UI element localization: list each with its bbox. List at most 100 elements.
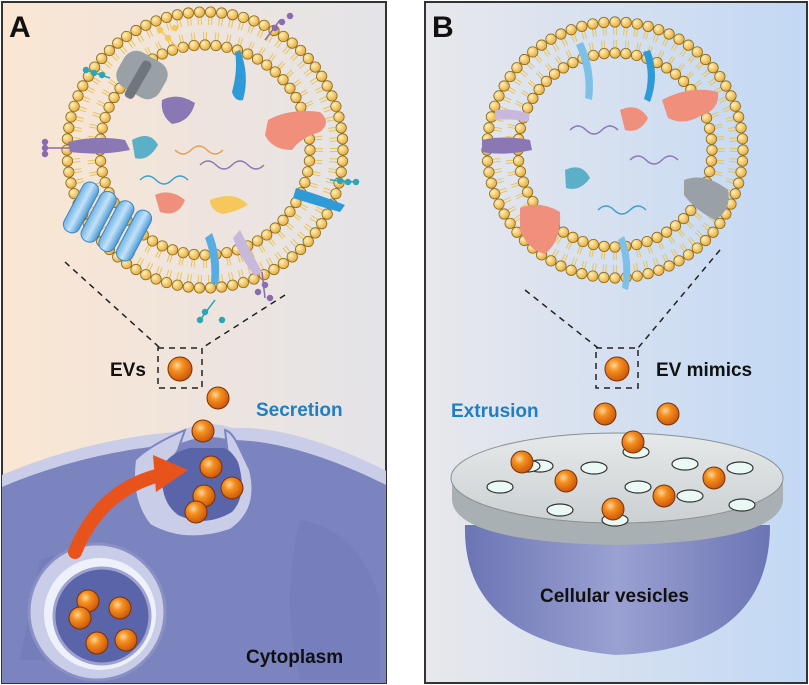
lipid-head [682, 39, 695, 51]
lipid-head [277, 214, 289, 226]
lipid-head [663, 260, 675, 272]
lipid-head [321, 208, 333, 220]
lipid-head [68, 100, 80, 112]
lipid-head [284, 82, 296, 94]
lipid-head [540, 75, 553, 88]
lipid-head [714, 70, 726, 83]
lipid-head [221, 41, 233, 53]
lipid-head [166, 244, 179, 256]
lipid-head [261, 59, 273, 71]
lipid-head [96, 52, 108, 65]
lipid-head [518, 53, 531, 66]
evs-label: EVs [110, 360, 146, 381]
ev-zoom-lines [64, 261, 286, 389]
transport-arrow [68, 468, 167, 559]
lipid-head [669, 68, 682, 80]
lipid-head [302, 52, 314, 65]
lipid-head [227, 279, 239, 291]
lipid-head [188, 248, 200, 261]
ev-mimic-zoom-lines [524, 249, 721, 389]
lipid-head [729, 188, 741, 200]
ev-particle [220, 476, 244, 500]
lipid-head [705, 133, 717, 145]
lipid-head [242, 48, 254, 60]
lipid-head [77, 80, 89, 92]
lipid-head [661, 62, 673, 74]
lipid-head [130, 24, 142, 37]
ev-mimic-particle [510, 450, 534, 474]
ev-mimic-particles [510, 356, 726, 521]
lipid-head [733, 111, 745, 123]
lipid-head [182, 7, 194, 19]
lipid-head [171, 279, 183, 291]
ev-mimic-particle [601, 497, 625, 521]
lipid-head [609, 241, 621, 253]
lipid-head [661, 226, 673, 238]
lipid-head [691, 46, 703, 58]
salmon-protein [265, 111, 326, 150]
lipid-head [333, 111, 345, 123]
lipid-head [140, 19, 152, 31]
lipid-head [735, 166, 747, 178]
lipid-head [514, 165, 527, 178]
lipid-head [631, 270, 643, 282]
lipid-head [286, 251, 298, 263]
lipid-head [248, 15, 260, 27]
lipid-head [565, 24, 577, 36]
lipid-head [707, 226, 719, 238]
lipid-head [277, 30, 289, 43]
lipid-head [63, 166, 75, 178]
lipid-head [286, 37, 298, 49]
lipid-head [227, 9, 239, 21]
lipid-head [533, 83, 545, 96]
lipid-head [517, 176, 530, 188]
ev-mimics-label: EV mimics [656, 360, 752, 381]
lipid-head [699, 53, 712, 66]
lipid-head [177, 247, 189, 259]
lipid-head [251, 235, 264, 247]
donor-cell [2, 424, 386, 683]
ev-particle [191, 419, 215, 443]
lipid-head [303, 155, 316, 167]
lipid-head [199, 249, 211, 261]
lipid-head [498, 208, 510, 220]
cellular-vesicles-bowl [464, 525, 770, 655]
lipid-head [258, 19, 270, 31]
lipid-head [210, 39, 222, 52]
lipid-head [335, 122, 347, 134]
lipid-head [587, 18, 599, 30]
lipid-head [61, 155, 74, 167]
membrane-pores [486, 445, 756, 527]
lipid-head [103, 44, 116, 57]
lipid-head [294, 44, 307, 57]
lipid-head [736, 155, 749, 167]
lipid-head [108, 91, 120, 104]
lipid-head [706, 144, 718, 156]
lipid-head [485, 177, 497, 189]
lipid-head [598, 271, 610, 284]
ev-in-zoom-box [167, 356, 193, 382]
multivesicular-body [27, 542, 167, 682]
lipid-head [65, 177, 77, 189]
lipid-head [294, 243, 307, 256]
lipid-head [609, 16, 621, 28]
lipid-head [598, 240, 610, 252]
lipid-head [290, 91, 302, 104]
ev-particle [199, 455, 223, 479]
lipid-head [669, 220, 682, 232]
lipid-head [302, 166, 314, 178]
lipid-head [269, 66, 281, 78]
lipid-head [653, 264, 665, 276]
secretion-label: Secretion [256, 400, 343, 421]
lipid-head [216, 7, 228, 19]
lipid-head [299, 176, 311, 189]
lipid-head [489, 100, 501, 112]
lipid-head [527, 46, 539, 58]
lipid-head [121, 30, 133, 43]
panel-b: B EV mimics Extrusion Cellular vesicles [424, 1, 808, 684]
lipid-head [237, 11, 249, 24]
lipid-head [199, 39, 211, 51]
lipid-head [72, 90, 84, 102]
lipid-head [65, 111, 77, 123]
lipid-head [737, 144, 749, 156]
